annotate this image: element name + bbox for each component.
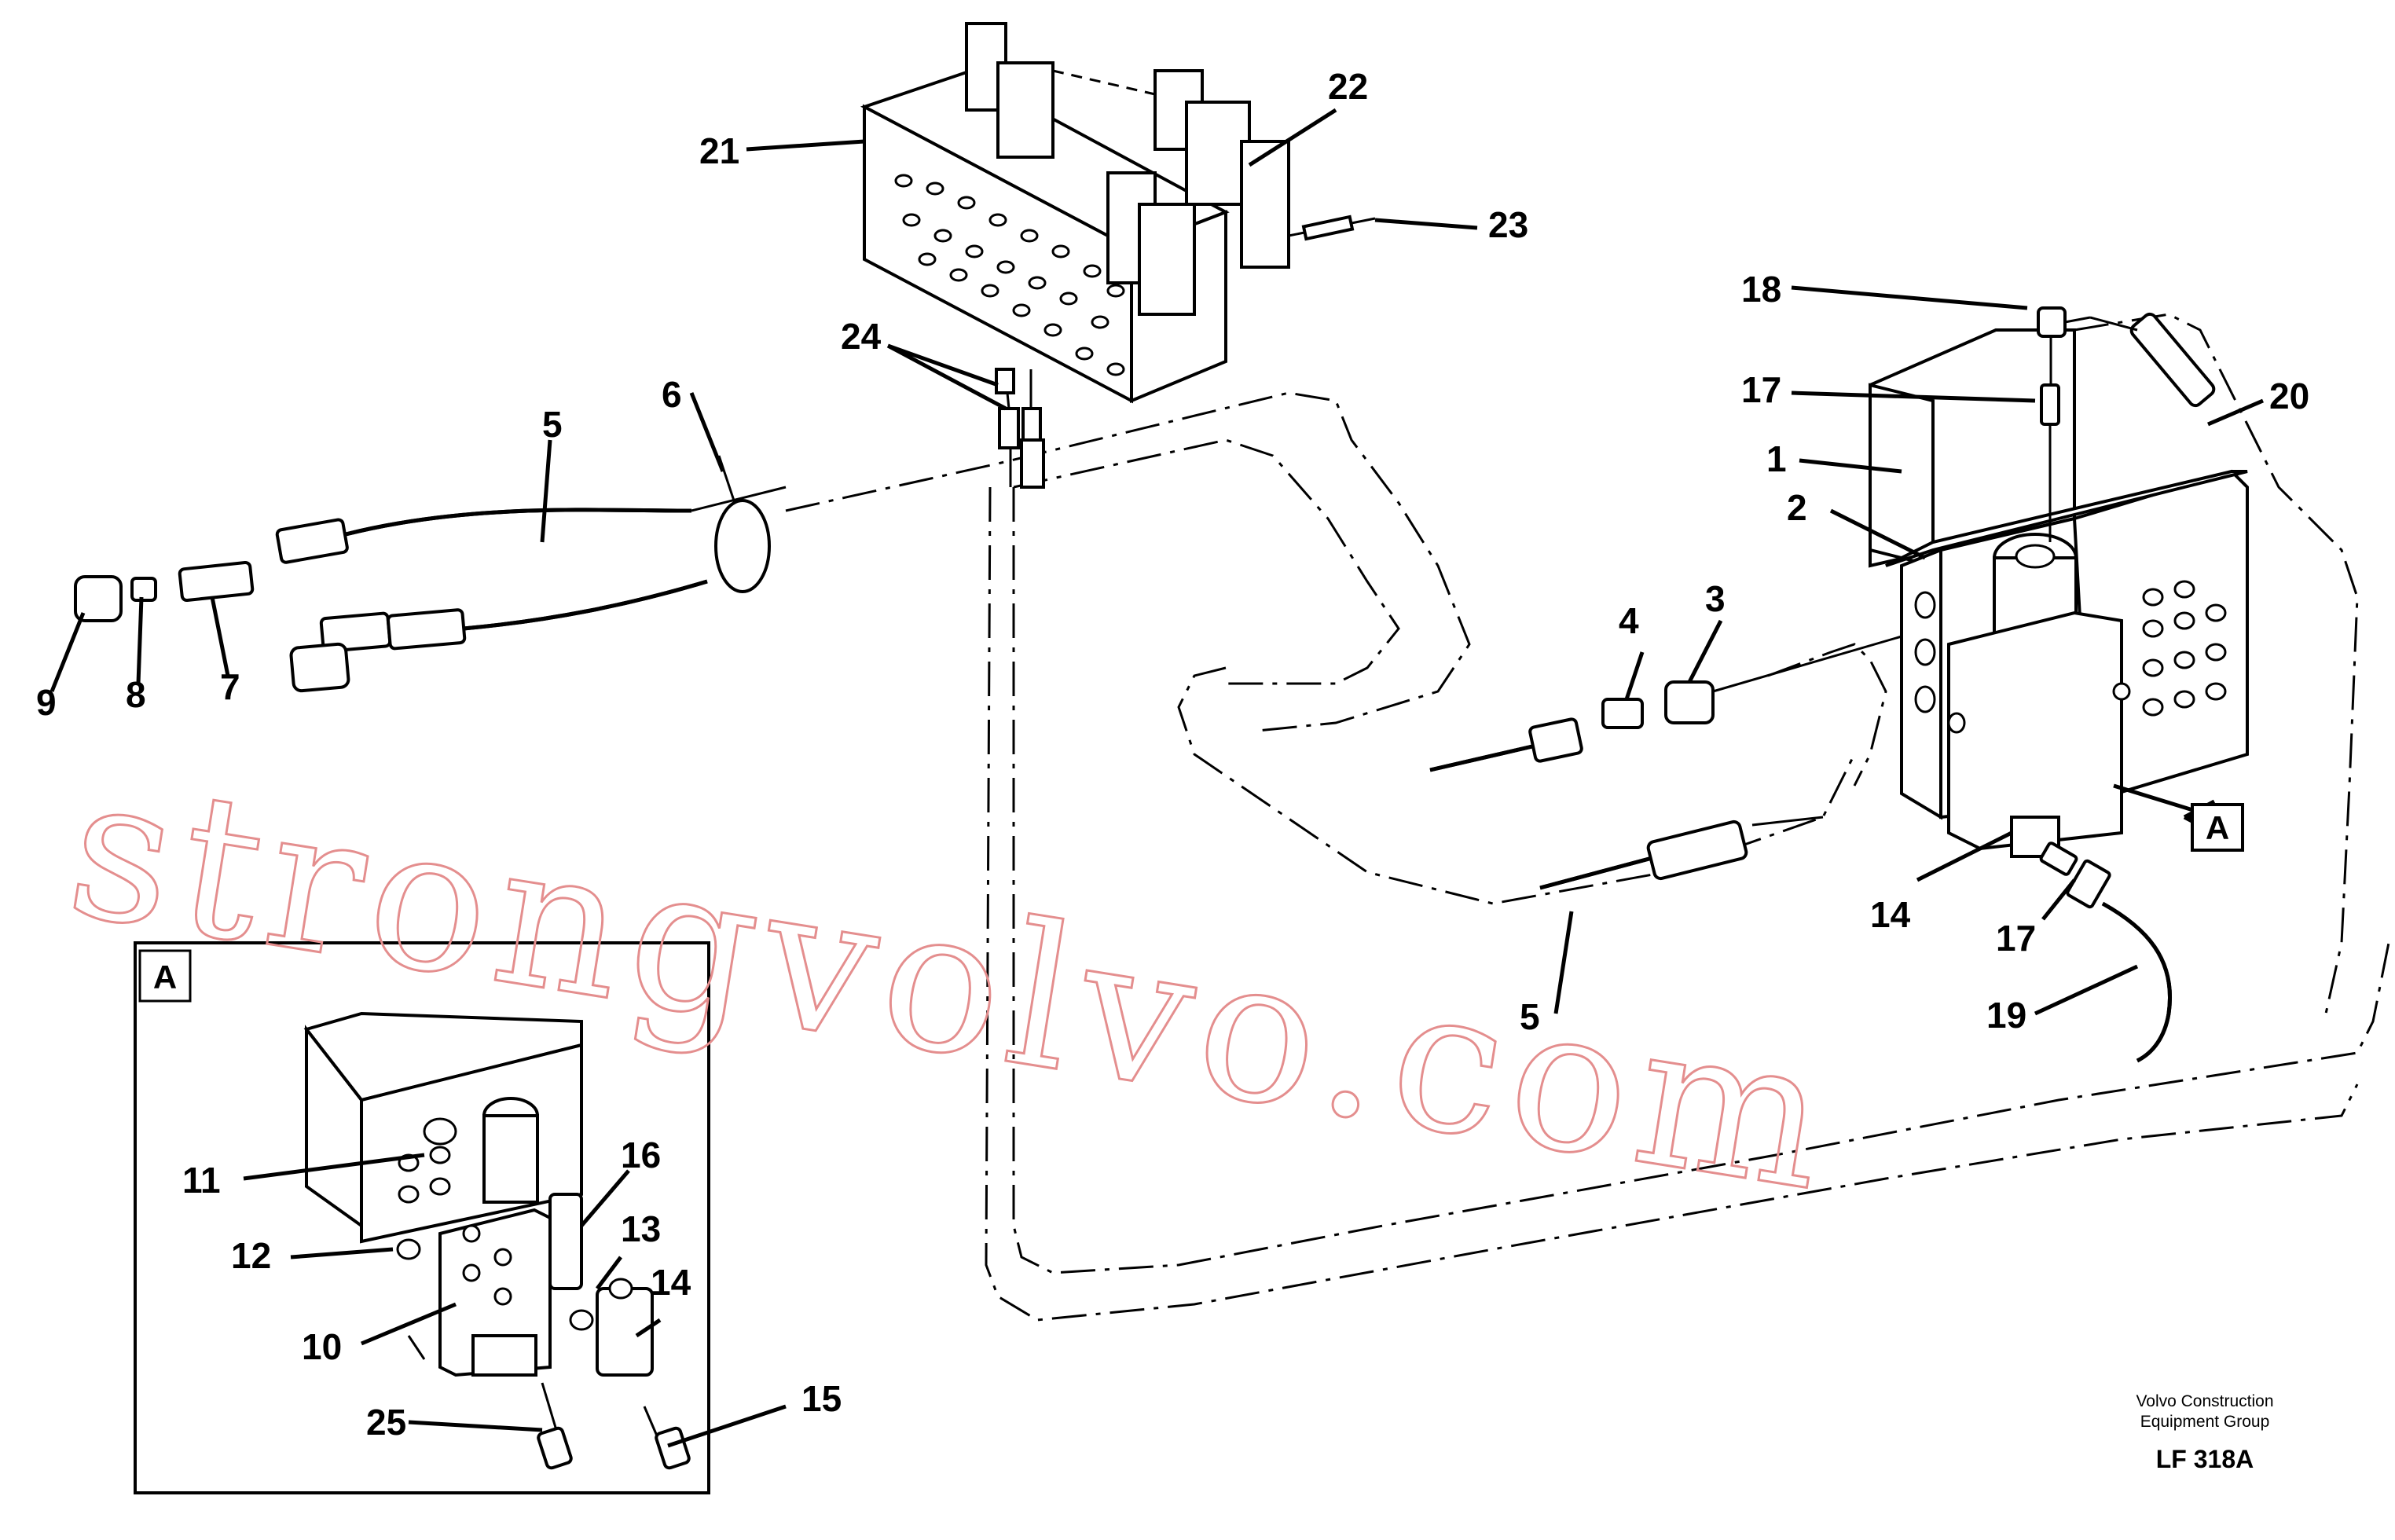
label-22: 22 bbox=[1328, 66, 1368, 107]
valve-block bbox=[1869, 306, 2249, 1063]
label-17-bottom: 17 bbox=[1996, 918, 2036, 959]
middle-hoses bbox=[1429, 635, 1902, 890]
label-16: 16 bbox=[621, 1135, 661, 1175]
label-13: 13 bbox=[621, 1208, 661, 1249]
drawing-code: LF 318A bbox=[2156, 1445, 2254, 1473]
label-5-bottom: 5 bbox=[1520, 996, 1540, 1037]
label-5-top: 5 bbox=[542, 404, 563, 445]
label-11: 11 bbox=[182, 1160, 221, 1201]
detail-a-inset: A bbox=[134, 941, 710, 1494]
label-21: 21 bbox=[699, 130, 739, 171]
relay-box bbox=[860, 22, 1290, 404]
company-line-2: Equipment Group bbox=[2140, 1413, 2270, 1431]
detail-ref-inset: A bbox=[153, 959, 177, 996]
label-1: 1 bbox=[1766, 438, 1787, 479]
label-7: 7 bbox=[220, 666, 240, 707]
label-25: 25 bbox=[366, 1402, 406, 1443]
label-15: 15 bbox=[801, 1378, 842, 1419]
detail-ref-box-main bbox=[2191, 803, 2244, 852]
label-2: 2 bbox=[1787, 487, 1807, 528]
label-12: 12 bbox=[231, 1235, 271, 1276]
footer: Volvo Construction Equipment Group LF 31… bbox=[2136, 1392, 2273, 1473]
left-hoses bbox=[74, 455, 787, 693]
leader-lines bbox=[50, 108, 2264, 1448]
label-10: 10 bbox=[302, 1326, 342, 1367]
label-14-main: 14 bbox=[1870, 894, 1911, 935]
detail-ref-main: A bbox=[2206, 809, 2229, 846]
detail-arrow: A bbox=[2113, 783, 2244, 852]
routing-lines bbox=[785, 313, 2390, 1322]
label-14-inset: 14 bbox=[651, 1262, 691, 1303]
company-line-1: Volvo Construction bbox=[2136, 1392, 2273, 1410]
cable-lugs-24 bbox=[995, 368, 1045, 489]
label-19: 19 bbox=[1986, 995, 2026, 1036]
connector-23 bbox=[1288, 214, 1376, 241]
label-9: 9 bbox=[36, 682, 57, 723]
label-3: 3 bbox=[1705, 578, 1726, 619]
label-24: 24 bbox=[841, 316, 882, 357]
part-labels: 21 22 23 24 5 6 7 8 9 18 17 1 2 20 4 3 1… bbox=[36, 66, 2309, 1443]
label-6: 6 bbox=[662, 374, 682, 415]
label-17-top: 17 bbox=[1741, 369, 1781, 410]
label-8: 8 bbox=[126, 674, 146, 715]
label-20: 20 bbox=[2269, 376, 2309, 416]
label-4: 4 bbox=[1619, 600, 1639, 641]
label-23: 23 bbox=[1488, 204, 1528, 245]
label-18: 18 bbox=[1741, 269, 1781, 310]
